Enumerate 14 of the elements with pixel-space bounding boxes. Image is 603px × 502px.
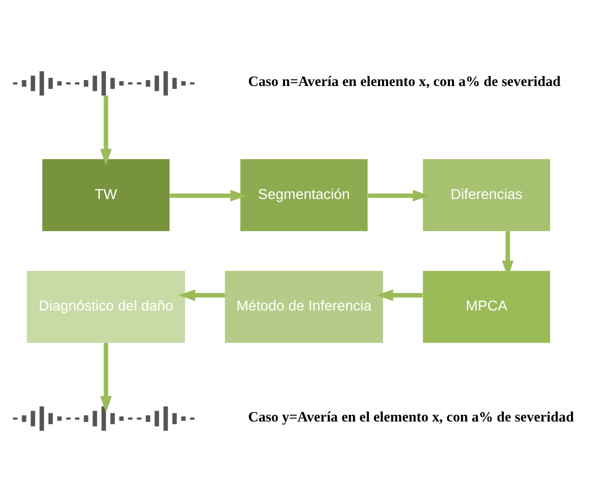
arrow [100, 96, 112, 166]
node-box: Método de Inferencia [224, 270, 384, 343]
arrow [170, 190, 248, 202]
node-label: Caso y=Avería en el elemento x, con a% de severidad [248, 409, 574, 426]
arrow [178, 289, 225, 302]
arrow [376, 289, 423, 302]
node-box: MPCA [422, 270, 550, 343]
node-box: TW [42, 159, 170, 232]
node-box: Diagnóstico del daño [26, 270, 186, 343]
node-box: Diferencias [422, 159, 550, 232]
arrow [100, 342, 112, 413]
node-label: Caso n=Avería en elemento x, con a% de severidad [248, 74, 561, 90]
arrow [368, 190, 430, 202]
node-box: Segmentación [240, 159, 368, 232]
